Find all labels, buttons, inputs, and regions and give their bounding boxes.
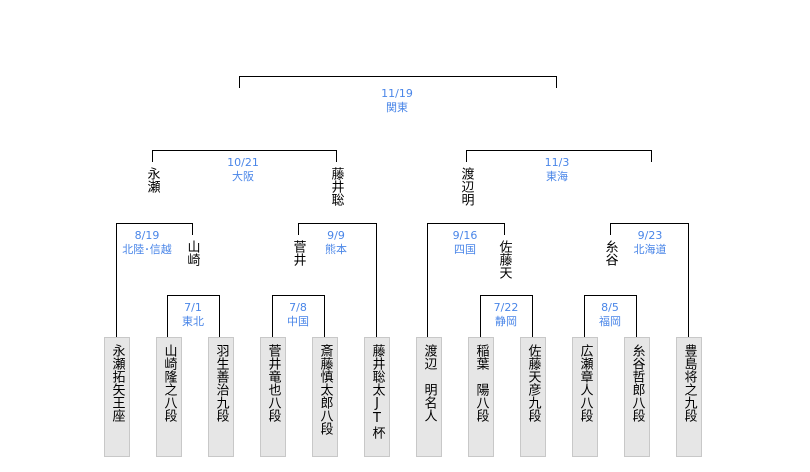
- player-box: 豊島将之九段: [676, 337, 702, 457]
- winner-name: 菅井: [290, 240, 306, 266]
- bracket-line: [272, 295, 325, 296]
- bracket-line: [167, 295, 220, 296]
- bracket-line: [636, 295, 637, 337]
- player-name: 広瀬章人八段: [577, 344, 593, 422]
- bracket-line: [688, 223, 689, 337]
- player-name: 糸谷哲郎八段: [629, 344, 645, 422]
- bracket-line: [219, 295, 220, 337]
- bracket-line: [324, 295, 325, 337]
- bracket-line: [298, 223, 299, 235]
- winner-name: 藤井聡: [328, 167, 344, 206]
- player-name: 佐藤天彦九段: [525, 344, 541, 422]
- player-box: 渡辺 明名人: [416, 337, 442, 457]
- bracket-line: [152, 150, 153, 162]
- player-name: 渡辺 明名人: [421, 344, 437, 422]
- player-box: 広瀬章人八段: [572, 337, 598, 457]
- bracket-line: [504, 223, 505, 235]
- bracket-line: [584, 295, 585, 337]
- bracket-line: [298, 223, 377, 224]
- winner-name: 佐藤天: [496, 240, 512, 279]
- bracket-line: [336, 150, 337, 162]
- bracket-line: [610, 223, 689, 224]
- player-box: 藤井聡太JT杯: [364, 337, 390, 457]
- player-name: 稲葉 陽八段: [473, 344, 489, 422]
- bracket-line: [584, 295, 637, 296]
- player-box: 稲葉 陽八段: [468, 337, 494, 457]
- bracket-line: [192, 223, 193, 235]
- player-box: 佐藤天彦九段: [520, 337, 546, 457]
- bracket-line: [239, 76, 557, 77]
- player-name: 山崎隆之八段: [161, 344, 177, 422]
- player-name: 菅井竜也八段: [265, 344, 281, 422]
- player-name: 豊島将之九段: [681, 344, 697, 422]
- winner-name: 渡辺明: [458, 167, 474, 206]
- player-name: 斎藤慎太郎八段: [317, 344, 333, 435]
- bracket-line: [427, 223, 428, 337]
- bracket-line: [480, 295, 533, 296]
- player-box: 斎藤慎太郎八段: [312, 337, 338, 457]
- bracket-line: [556, 76, 557, 88]
- bracket-line: [532, 295, 533, 337]
- winner-name: 永瀬: [144, 167, 160, 193]
- player-box: 永瀬拓矢王座: [104, 337, 130, 457]
- bracket-line: [116, 223, 117, 337]
- player-name: 永瀬拓矢王座: [109, 344, 125, 422]
- bracket-line: [466, 150, 652, 151]
- winner-name: 山崎: [184, 240, 200, 266]
- player-box: 山崎隆之八段: [156, 337, 182, 457]
- winner-name: 糸谷: [602, 240, 618, 266]
- player-box: 菅井竜也八段: [260, 337, 286, 457]
- bracket-line: [167, 295, 168, 337]
- bracket-line: [610, 223, 611, 235]
- bracket-line: [116, 223, 193, 224]
- bracket-line: [376, 223, 377, 337]
- bracket-line: [427, 223, 505, 224]
- bracket-line: [480, 295, 481, 337]
- bracket-line: [651, 150, 652, 162]
- bracket-line: [272, 295, 273, 337]
- bracket-line: [152, 150, 337, 151]
- player-box: 糸谷哲郎八段: [624, 337, 650, 457]
- bracket-line: [466, 150, 467, 162]
- player-box: 羽生善治九段: [208, 337, 234, 457]
- bracket-line: [239, 76, 240, 88]
- player-name: 藤井聡太JT杯: [369, 344, 385, 439]
- player-name: 羽生善治九段: [213, 344, 229, 422]
